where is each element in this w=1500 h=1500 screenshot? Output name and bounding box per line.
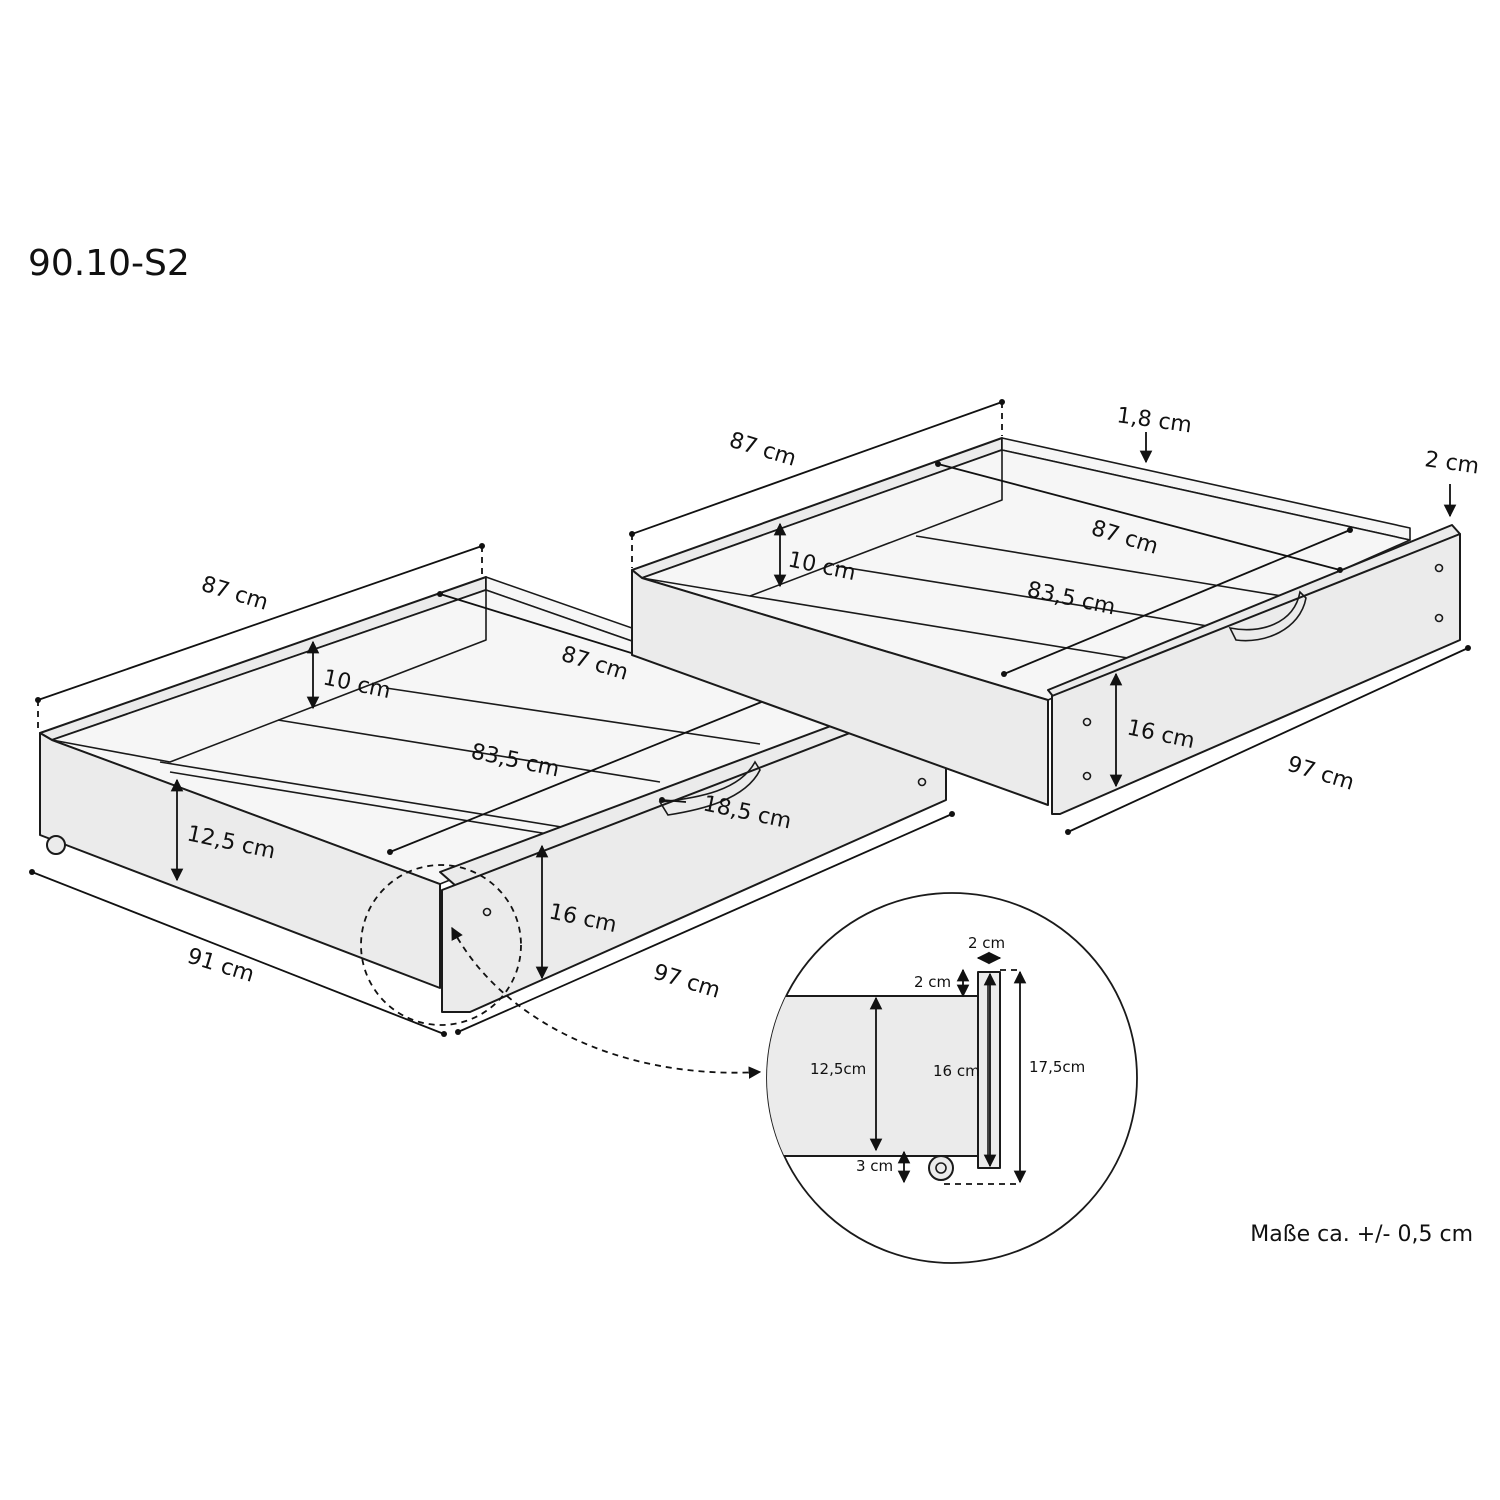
left-handle-cutout xyxy=(658,760,761,816)
detail-front-thickness-label: 2 cm xyxy=(968,934,1005,952)
right-front-width-label: 97 cm xyxy=(1284,752,1357,796)
tolerance-note: Maße ca. +/- 0,5 cm xyxy=(1250,1222,1473,1247)
right-drawer: 87 cm 87 cm 83,5 cm 10 cm 1,8 cm 2 cm 16… xyxy=(629,399,1481,835)
detail-wheel-clearance-label: 3 cm xyxy=(856,1157,893,1175)
detail-front-height-label: 16 cm xyxy=(933,1062,980,1080)
left-front-width-label: 97 cm xyxy=(650,960,723,1004)
detail-side-height-label: 12,5cm xyxy=(810,1060,866,1078)
detail-total-height-label: 17,5cm xyxy=(1029,1058,1085,1076)
right-outer-depth-label: 87 cm xyxy=(726,428,799,472)
left-outer-depth-label: 87 cm xyxy=(198,572,271,616)
left-wheel xyxy=(46,835,66,855)
right-handle-cutout xyxy=(1228,590,1307,642)
detail-wheel xyxy=(928,1155,954,1181)
left-outer-width-label: 91 cm xyxy=(184,944,257,988)
detail-top-offset-label: 2 cm xyxy=(914,973,951,991)
right-side-panel xyxy=(631,569,1049,806)
detail-front-board xyxy=(977,971,1001,1169)
left-side-panel xyxy=(39,732,441,989)
detail-view: 2 cm 2 cm 12,5cm 16 cm 17,5cm 3 cm xyxy=(766,892,1138,1264)
model-number: 90.10-S2 xyxy=(28,243,190,284)
right-front-panel xyxy=(1051,533,1461,815)
right-board-thickness-label: 1,8 cm xyxy=(1115,403,1193,438)
right-front-thickness-label: 2 cm xyxy=(1423,447,1480,479)
